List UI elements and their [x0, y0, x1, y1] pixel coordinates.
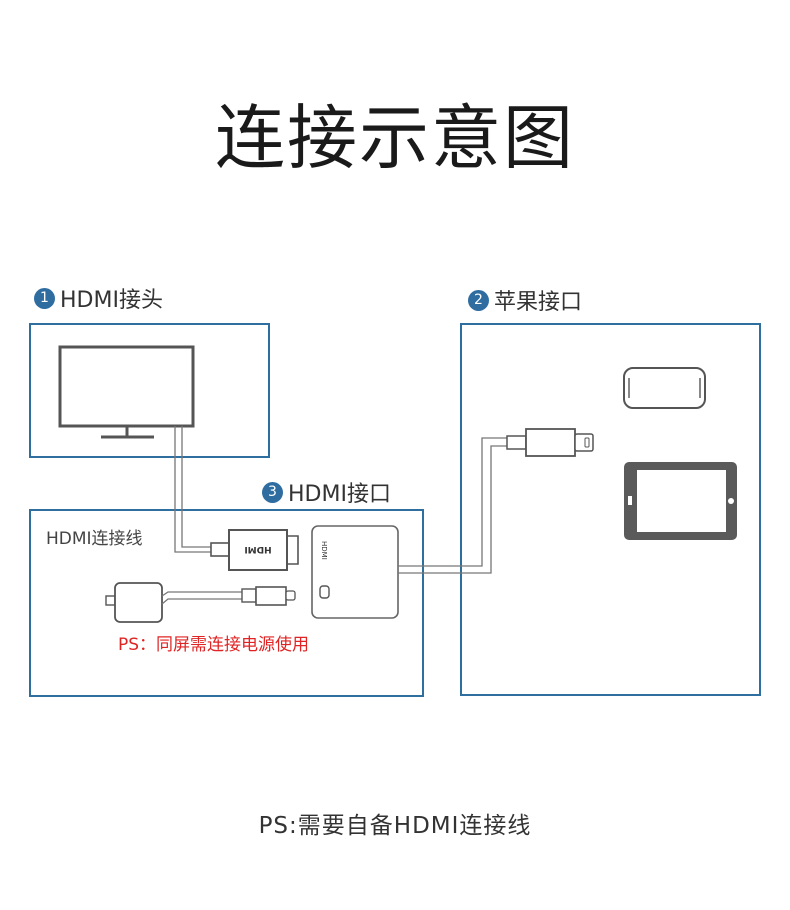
hdmi-head-label: 1 HDMI接头 — [34, 282, 163, 314]
adapter-box: HDMI — [311, 525, 399, 619]
device-frame — [460, 323, 761, 696]
cable-label: HDMI连接线 — [46, 529, 143, 549]
lightning-cable — [398, 428, 594, 574]
adapter-lightning-port — [319, 585, 330, 599]
page-title: 连接示意图 — [215, 97, 575, 179]
step-badge-1: 1 — [34, 287, 55, 309]
apple-port-label: 2 苹果接口 — [468, 284, 582, 316]
tv-frame — [29, 323, 270, 458]
step-badge-3: 3 — [262, 481, 283, 503]
hdmi-plug-text: HDMI — [244, 544, 271, 554]
power-adapter-icon — [105, 582, 296, 623]
hdmi-cable — [174, 426, 230, 557]
footer-note: PS:需要自备HDMI连接线 — [258, 813, 532, 839]
iphone-icon — [623, 367, 706, 409]
hdmi-head-text: HDMI接头 — [60, 288, 163, 313]
power-note: PS：同屏需连接电源使用 — [118, 635, 310, 655]
hdmi-port-text: HDMI接口 — [288, 482, 391, 507]
tv-icon — [58, 345, 195, 439]
step-badge-2: 2 — [468, 289, 489, 311]
apple-port-text: 苹果接口 — [494, 290, 583, 315]
ipad-icon — [624, 462, 737, 540]
hdmi-plug: HDMI — [228, 529, 299, 571]
cable-frame — [29, 509, 424, 697]
adapter-hdmi-text: HDMI — [320, 541, 328, 560]
hdmi-port-label: 3 HDMI接口 — [262, 476, 391, 508]
